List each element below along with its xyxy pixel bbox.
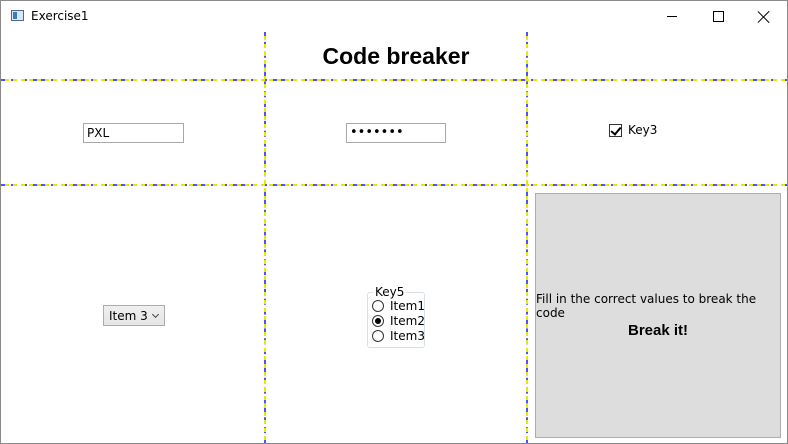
- grid-divider-vertical-1: [264, 32, 266, 443]
- maximize-button[interactable]: [695, 1, 741, 32]
- break-hint-text: Fill in the correct values to break the …: [536, 292, 757, 320]
- checkbox-checked-icon[interactable]: [609, 123, 622, 137]
- key2-password-input[interactable]: •••••••: [346, 123, 446, 143]
- key3-checkbox[interactable]: Key3: [609, 123, 657, 137]
- grid-divider-horizontal-2: [1, 184, 787, 186]
- key1-text-input[interactable]: PXL: [83, 123, 184, 143]
- chevron-down-icon[interactable]: [151, 310, 160, 319]
- minimize-button[interactable]: [649, 1, 695, 32]
- maximize-icon: [712, 11, 724, 22]
- break-it-button[interactable]: Fill in the correct values to break the …: [535, 193, 781, 438]
- close-button[interactable]: [741, 1, 787, 32]
- combobox-selected-value: Item 3: [109, 308, 148, 323]
- radio-item3-label[interactable]: Item3: [390, 329, 425, 343]
- radio-item2[interactable]: Item2: [372, 314, 425, 328]
- window-title: Exercise1: [31, 9, 89, 23]
- title-bar[interactable]: Exercise1: [1, 1, 787, 32]
- grid-divider-horizontal-1: [1, 79, 787, 81]
- grid-divider-vertical-2: [526, 32, 528, 443]
- key4-combobox[interactable]: Item 3: [103, 305, 165, 326]
- page-title: Code breaker: [322, 43, 470, 69]
- key5-radio-group: Key5 Item1 Item2 Item3: [367, 285, 425, 348]
- radio-item1[interactable]: Item1: [372, 299, 425, 313]
- radio-group-legend: Key5: [373, 285, 407, 299]
- radio-unchecked-icon[interactable]: [372, 300, 384, 312]
- break-it-label: Break it!: [627, 322, 689, 339]
- radio-checked-icon[interactable]: [372, 315, 384, 327]
- radio-item3[interactable]: Item3: [372, 329, 425, 343]
- minimize-icon: [667, 16, 677, 17]
- key3-checkbox-label[interactable]: Key3: [628, 123, 658, 137]
- radio-item2-label[interactable]: Item2: [390, 314, 425, 328]
- radio-item1-label[interactable]: Item1: [390, 299, 425, 313]
- radio-unchecked-icon[interactable]: [372, 330, 384, 342]
- app-window-icon: [11, 10, 24, 21]
- close-icon: [758, 11, 770, 23]
